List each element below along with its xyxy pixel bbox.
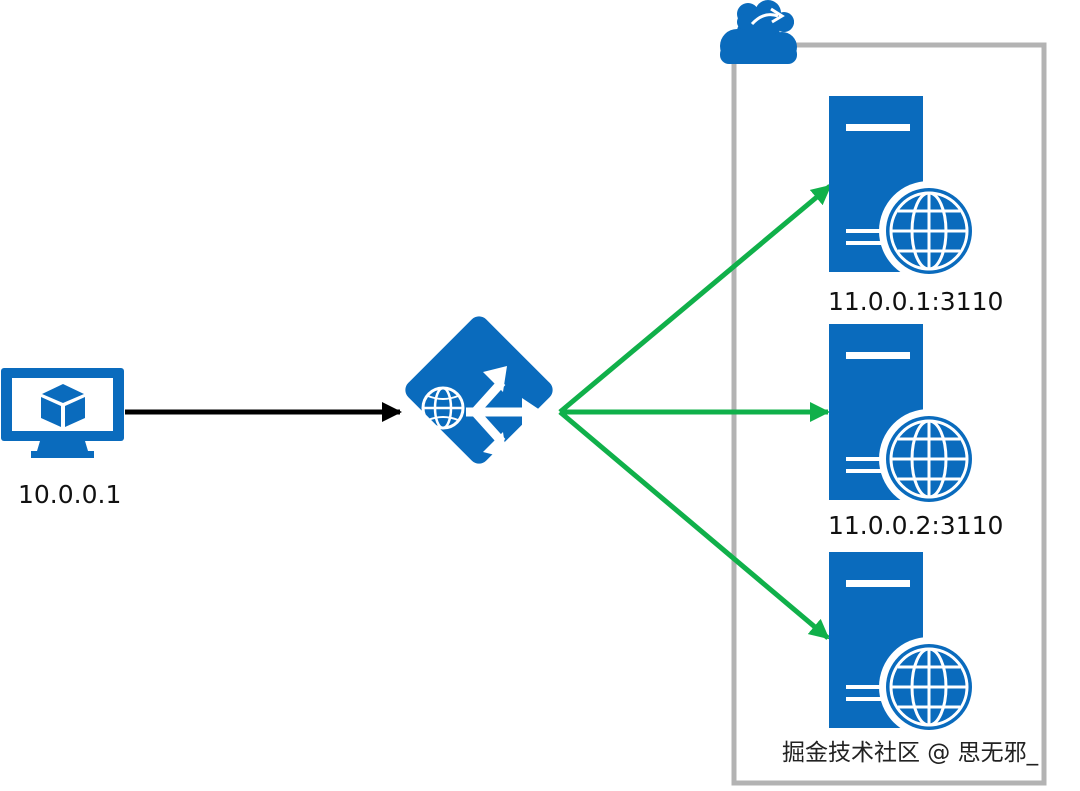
watermark: 掘金技术社区 @ 思无邪_: [782, 740, 1039, 766]
globe-icon: [879, 409, 979, 509]
server-1-address-label: 11.0.0.1:3110: [828, 287, 1004, 316]
globe-icon: [879, 181, 979, 281]
web-server-1: [829, 96, 979, 281]
web-server-2: [829, 324, 979, 509]
server-2-address-label: 11.0.0.2:3110: [828, 511, 1004, 540]
load-balancer-icon: [405, 316, 553, 464]
cloud-service-icon: [720, 0, 797, 64]
connector-to-server-3: [558, 410, 830, 640]
virtual-machine-monitor-icon: [1, 368, 124, 458]
client-ip-label: 10.0.0.1: [18, 480, 122, 509]
web-server-3: [829, 552, 979, 737]
connector-to-server-1: [558, 184, 832, 414]
globe-icon: [879, 637, 979, 737]
